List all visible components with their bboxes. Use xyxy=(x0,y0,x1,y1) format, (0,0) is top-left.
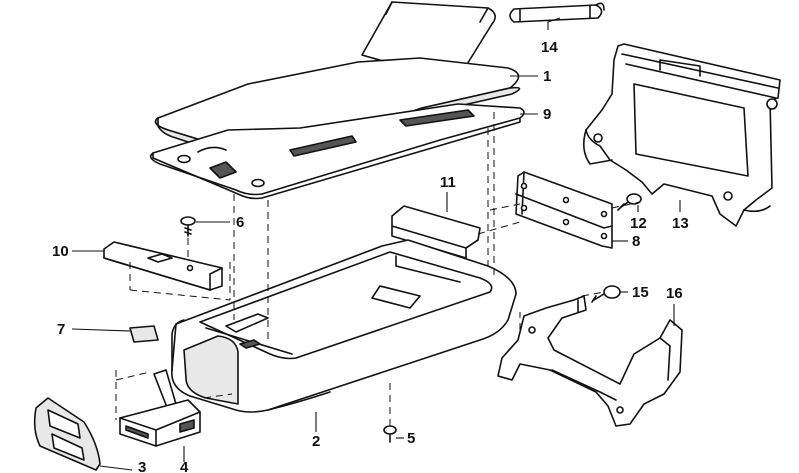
label-part-12: 12 xyxy=(630,215,647,232)
label-part-6: 6 xyxy=(236,214,244,231)
part-10-latch-plate xyxy=(103,241,223,291)
label-part-2: 2 xyxy=(312,433,320,450)
assembly-dash-lines xyxy=(115,112,641,426)
part-12-screw xyxy=(617,193,642,211)
part-8-bracket-strip xyxy=(515,171,613,249)
label-part-9: 9 xyxy=(543,106,551,123)
label-part-15: 15 xyxy=(632,284,649,301)
label-part-8: 8 xyxy=(632,233,640,250)
label-part-7: 7 xyxy=(57,321,65,338)
part-15-bolt xyxy=(591,285,621,303)
part-labels: 14 1 9 11 6 10 12 13 8 15 16 7 2 5 3 4 xyxy=(52,39,689,473)
label-part-13: 13 xyxy=(672,215,689,232)
part-16-support-bracket xyxy=(497,295,683,427)
part-13-mounting-frame xyxy=(582,43,781,227)
label-part-4: 4 xyxy=(180,459,189,473)
label-part-14: 14 xyxy=(541,39,558,56)
label-part-5: 5 xyxy=(407,430,415,447)
part-3-trim-bezel xyxy=(33,397,101,471)
part-7-pad xyxy=(129,325,159,343)
label-part-1: 1 xyxy=(543,68,551,85)
label-part-16: 16 xyxy=(666,285,683,302)
part-6-screw xyxy=(180,216,196,237)
part-9-base-plate xyxy=(149,103,525,200)
part-14-hinge-rod xyxy=(509,2,605,23)
leader-lines xyxy=(71,17,681,471)
label-part-11: 11 xyxy=(440,174,456,191)
part-2-console-body xyxy=(171,239,517,413)
label-part-10: 10 xyxy=(52,243,69,260)
label-part-3: 3 xyxy=(138,459,146,473)
part-4-latch xyxy=(119,369,201,447)
part-5-screw xyxy=(383,425,397,443)
